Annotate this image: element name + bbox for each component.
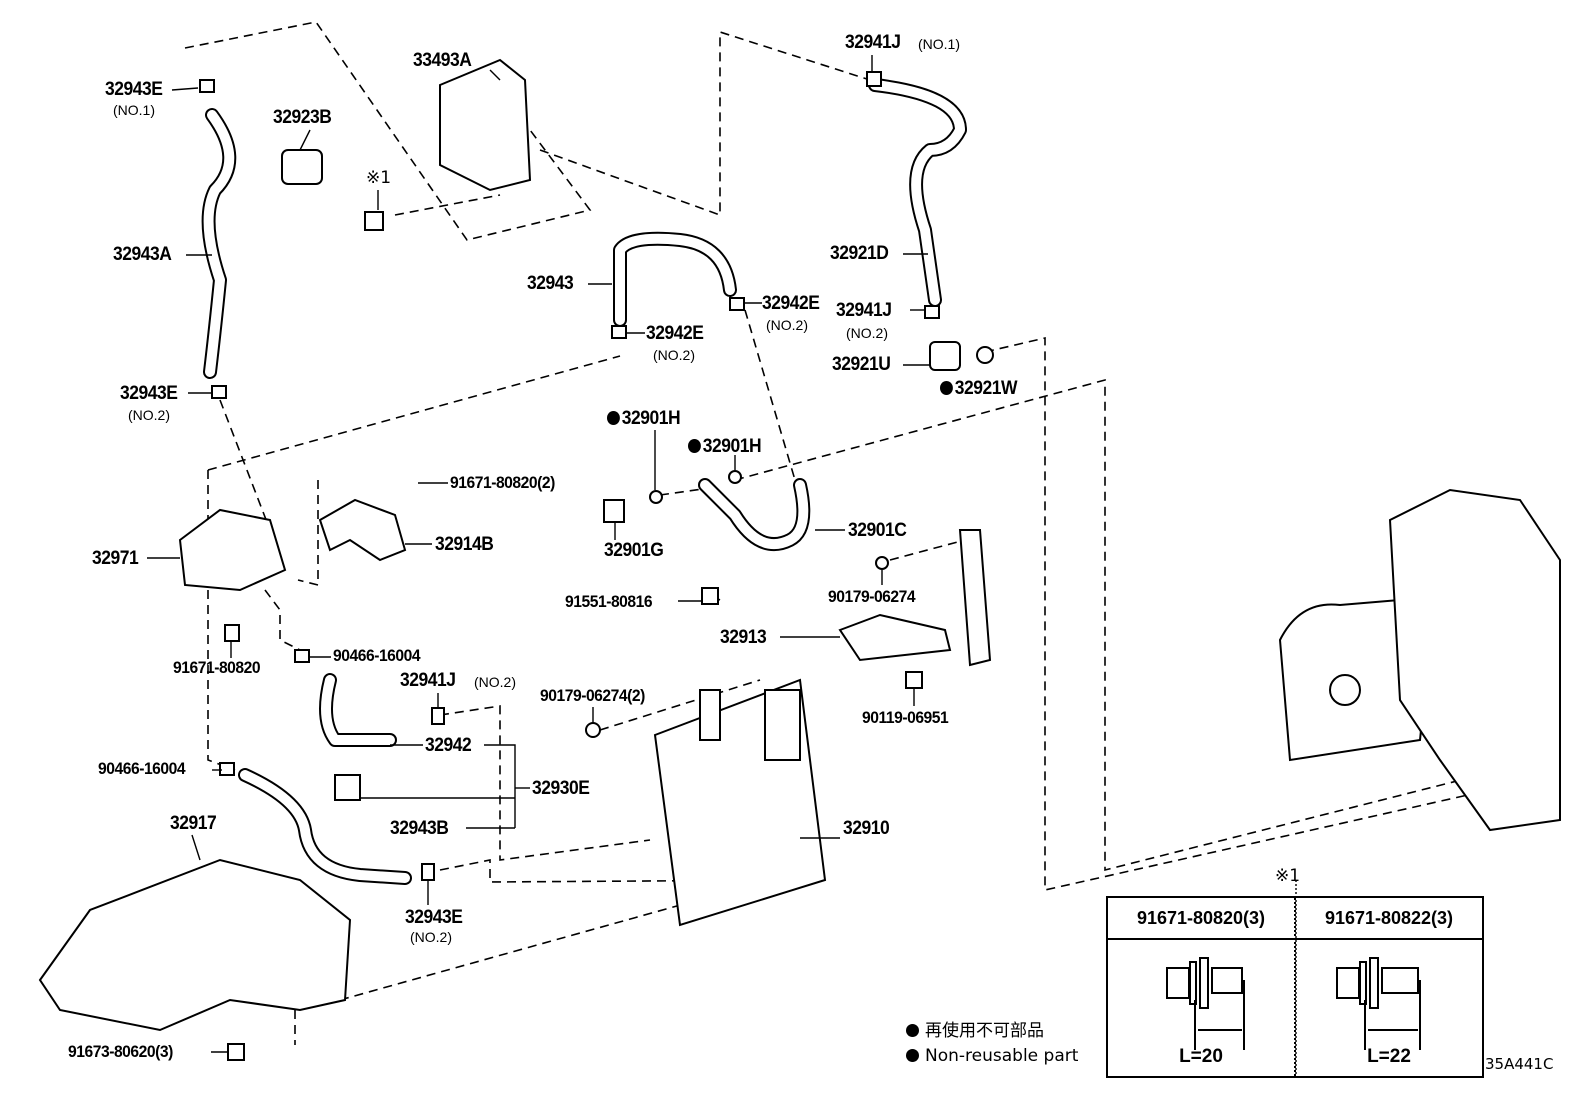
reference-box-marker: ※1 bbox=[1275, 866, 1301, 886]
duct-32917 bbox=[38, 858, 352, 1032]
part-label: 32901G bbox=[604, 540, 664, 561]
column-length: L=22 bbox=[1367, 1046, 1411, 1067]
leader-dashed-lines bbox=[184, 21, 1541, 1045]
reference-marker: ※1 bbox=[366, 168, 392, 188]
oil-cooler-33493A bbox=[439, 58, 532, 192]
part-note: (NO.2) bbox=[128, 407, 170, 423]
part-note: (NO.2) bbox=[474, 674, 516, 690]
part-label: 90119-06951 bbox=[862, 708, 949, 727]
non-reusable-dot-icon bbox=[906, 1049, 919, 1062]
part-label-non-reusable: 32901H bbox=[607, 408, 681, 429]
column-length: L=20 bbox=[1179, 1046, 1223, 1067]
valve-32971 bbox=[178, 508, 287, 592]
non-reusable-dot-icon bbox=[688, 439, 701, 453]
part-label: 32917 bbox=[170, 813, 217, 834]
part-label: 32943E bbox=[120, 383, 178, 404]
part-label-non-reusable: 32921W bbox=[940, 378, 1018, 399]
part-label: 32921U bbox=[832, 354, 891, 375]
part-label: 32943A bbox=[113, 244, 172, 265]
part-note: (NO.2) bbox=[846, 325, 888, 341]
legend-english: Non-reusable part bbox=[906, 1048, 1078, 1065]
part-note: (NO.2) bbox=[653, 347, 695, 363]
part-label: 32941J bbox=[400, 670, 456, 691]
part-label: 32910 bbox=[843, 818, 890, 839]
components bbox=[38, 58, 1561, 1061]
table-column: 91671-80820(3) L=20 bbox=[1108, 898, 1294, 1076]
bracket-32914B bbox=[318, 498, 407, 562]
part-number: 32921W bbox=[954, 378, 1018, 399]
part-label: 32923B bbox=[273, 107, 332, 128]
part-number: 32901H bbox=[702, 436, 762, 457]
column-part-number: 91671-80820(3) bbox=[1136, 908, 1266, 928]
bracket-32913 bbox=[838, 613, 952, 662]
part-label: 90179-06274 bbox=[828, 587, 916, 606]
part-label: 32913 bbox=[720, 627, 767, 648]
part-label: 33493A bbox=[413, 50, 472, 71]
part-label: 32971 bbox=[92, 548, 139, 569]
part-number: 32901H bbox=[621, 408, 681, 429]
part-label: 91551-80816 bbox=[565, 592, 653, 611]
reference-bolt-drawings bbox=[1166, 957, 1421, 1050]
grommet bbox=[334, 774, 361, 801]
part-label: 32943B bbox=[390, 818, 449, 839]
non-reusable-dot-icon bbox=[607, 411, 620, 425]
part-label: 32921D bbox=[830, 243, 889, 264]
part-label: 32942E bbox=[762, 293, 820, 314]
part-label: 90466-16004 bbox=[333, 646, 421, 665]
leader-lines bbox=[147, 55, 1297, 1074]
column-part-number: 91671-80822(3) bbox=[1324, 908, 1454, 928]
table-column: 91671-80822(3) L=22 bbox=[1294, 898, 1482, 1076]
non-reusable-dot-icon bbox=[906, 1024, 919, 1037]
part-note: (NO.1) bbox=[113, 102, 155, 118]
part-label: 90179-06274(2) bbox=[540, 686, 645, 705]
part-label: 32942 bbox=[425, 735, 472, 756]
clamp-32923B bbox=[281, 149, 323, 185]
hoses bbox=[201, 78, 967, 885]
legend-text: Non-reusable part bbox=[925, 1046, 1079, 1066]
non-reusable-dot-icon bbox=[940, 381, 953, 395]
part-label: 32914B bbox=[435, 534, 494, 555]
diagram-code: 35A441C bbox=[1485, 1055, 1554, 1073]
part-label: 32942E bbox=[646, 323, 704, 344]
part-label: 32941J bbox=[845, 32, 901, 53]
part-label: 91671-80820(2) bbox=[450, 473, 555, 492]
part-note: (NO.2) bbox=[766, 317, 808, 333]
bolt-reference-table: 91671-80820(3) L=20 91671-80822(3) L=22 bbox=[1106, 896, 1484, 1078]
part-label: 91671-80820 bbox=[173, 658, 261, 677]
part-note: (NO.2) bbox=[410, 929, 452, 945]
part-label: 32941J bbox=[836, 300, 892, 321]
part-label: 90466-16004 bbox=[98, 759, 186, 778]
union-bolt-32901G bbox=[603, 499, 625, 523]
part-label: 32943 bbox=[527, 273, 574, 294]
part-label-non-reusable: 32901H bbox=[688, 436, 762, 457]
union-32921U bbox=[929, 341, 961, 371]
part-label: 32943E bbox=[405, 907, 463, 928]
part-note: (NO.1) bbox=[918, 36, 960, 52]
part-label: 32943E bbox=[105, 79, 163, 100]
legend-text: 再使用不可部品 bbox=[925, 1021, 1044, 1041]
bolt-head bbox=[364, 211, 384, 231]
part-label: 32930E bbox=[532, 778, 590, 799]
part-label: 32901C bbox=[848, 520, 907, 541]
legend-japanese: 再使用不可部品 bbox=[906, 1023, 1044, 1040]
part-label: 91673-80620(3) bbox=[68, 1042, 173, 1061]
